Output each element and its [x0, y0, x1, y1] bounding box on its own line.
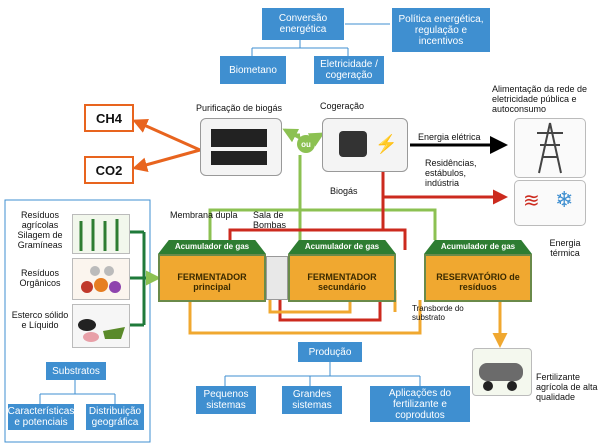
eletricidade-label: Eletricidade / cogeração — [320, 59, 378, 81]
grandes-label: Grandes sistemas — [292, 389, 332, 411]
fertilizer-truck-icon — [472, 348, 532, 396]
heat-icon: ≋ — [523, 190, 540, 212]
caracteristicas-box: Características e potenciais — [8, 404, 74, 430]
tank-fermentador-principal: Acumulador de gas FERMENTADOR principal — [158, 240, 266, 302]
purifier-icon — [211, 129, 267, 147]
producao-box: Produção — [298, 342, 362, 362]
aplicacoes-box: Aplicações do fertilizante e coprodutos — [370, 386, 470, 422]
esterco-label: Esterco sólido e Líquido — [11, 310, 69, 330]
ch4-box: CH4 — [84, 104, 134, 132]
politica-box: Política energética, regulação e incenti… — [392, 8, 490, 52]
cogeracao-unit: ⚡ — [322, 118, 408, 172]
biogas-label: Biogás — [330, 186, 358, 196]
energia-termica-label: Energia térmica — [549, 238, 581, 258]
eletricidade-box: Eletricidade / cogeração — [314, 56, 384, 84]
pump-room — [266, 256, 288, 300]
alimentacao-label: Alimentação da rede de eletricidade públ… — [492, 84, 588, 114]
co2-box: CO2 — [84, 156, 134, 184]
purificacao-label: Purificação de biogás — [196, 103, 283, 113]
producao-label: Produção — [308, 346, 352, 358]
conversao-box: Conversão energética — [262, 8, 344, 40]
tank1-label: FERMENTADOR principal — [177, 272, 247, 292]
ch4-label: CH4 — [95, 110, 122, 126]
cogeracao-label: Cogeração — [320, 101, 365, 111]
tank1-cap: Acumulador de gas — [174, 242, 250, 251]
co2-label: CO2 — [95, 162, 123, 178]
energia-eletrica-label: Energia elétrica — [418, 132, 481, 142]
manure-icon — [72, 304, 130, 348]
ou-badge: ou — [297, 135, 315, 153]
aplicacoes-label: Aplicações do fertilizante e coprodutos — [388, 387, 452, 421]
fertilizante-label: Fertilizante agrícola de alta qualidade — [536, 372, 598, 402]
ou-label: ou — [301, 139, 311, 149]
tank3-cap: Acumulador de gas — [440, 242, 516, 251]
biometano-label: Biometano — [229, 64, 277, 76]
tank2-cap: Acumulador de gas — [304, 242, 380, 251]
conversao-label: Conversão energética — [278, 13, 328, 35]
substratos-label: Substratos — [52, 365, 100, 377]
snowflake-icon: ❄ — [555, 187, 574, 212]
residuos-organicos-label: Resíduos Orgânicos — [19, 268, 61, 288]
pequenos-box: Pequenos sistemas — [196, 386, 256, 414]
organic-waste-icon — [72, 258, 130, 300]
substratos-box: Substratos — [46, 362, 106, 380]
tank-reservatorio: Acumulador de gas RESERVATÓRIO de resídu… — [424, 240, 532, 302]
tank3-label: RESERVATÓRIO de resíduos — [436, 272, 520, 292]
tank-fermentador-secundario: Acumulador de gas FERMENTADOR secundário — [288, 240, 396, 302]
transborde-label: Transborde do substrato — [412, 304, 464, 322]
pequenos-label: Pequenos sistemas — [203, 389, 249, 411]
tank2-label: FERMENTADOR secundário — [307, 272, 377, 292]
residuos-agricolas-label: Resíduos agrícolas Silagem de Gramíneas — [17, 210, 63, 250]
power-tower-icon — [514, 118, 586, 178]
engine-icon — [339, 131, 367, 157]
lightning-icon: ⚡ — [375, 134, 398, 154]
purificacao-unit — [200, 118, 282, 176]
grandes-box: Grandes sistemas — [282, 386, 342, 414]
caracteristicas-label: Características e potenciais — [7, 406, 75, 428]
membrana-label: Membrana dupla — [170, 210, 238, 220]
residencias-label: Residências, estábulos, indústria — [425, 158, 477, 188]
heat-cold-icon: ≋ ❄ — [514, 180, 586, 226]
sala-label: Sala de Bombas — [253, 210, 287, 230]
distribuicao-box: Distribuição geográfica — [86, 404, 144, 430]
politica-label: Política energética, regulação e incenti… — [398, 13, 484, 47]
crops-icon — [72, 214, 130, 254]
distribuicao-label: Distribuição geográfica — [88, 406, 142, 428]
biometano-box: Biometano — [220, 56, 286, 84]
